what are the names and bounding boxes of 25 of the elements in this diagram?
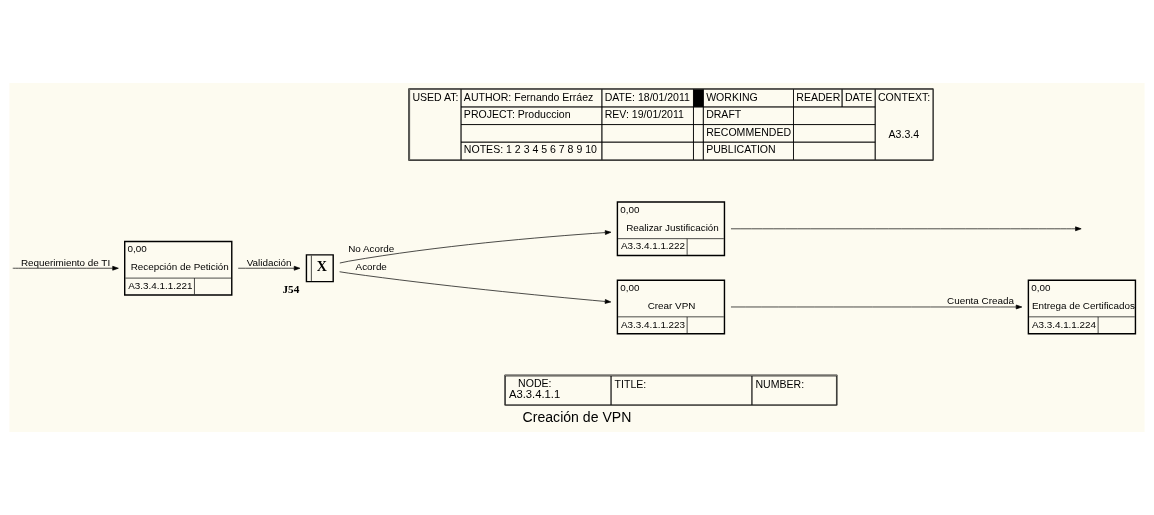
label: READER (796, 90, 841, 103)
label: PROJECT: Produccion (463, 108, 571, 121)
edge-label: Requerimiento de TI (20, 256, 111, 268)
label: TITLE: (614, 377, 647, 390)
label: A3.3.4 (888, 127, 920, 140)
edge-label: Cuenta Creada (947, 295, 1014, 307)
label: RECOMMENDED (706, 125, 792, 138)
label: PUBLICATION (706, 143, 776, 156)
label: USED AT: (412, 90, 459, 103)
label: AUTHOR: Fernando Erráez (463, 90, 594, 103)
label: NUMBER: (755, 377, 805, 390)
edge-label: Validación (246, 256, 292, 268)
label: WORKING (706, 90, 758, 103)
label: DATE: 18/01/2011 (604, 90, 690, 103)
label: REV: 19/01/2011 (604, 108, 684, 121)
label: CONTEXT: (878, 90, 931, 103)
node-label: J54 (282, 283, 300, 296)
edge-label: No Acorde (348, 243, 395, 255)
diagram-title: Creación de VPN (522, 409, 632, 426)
label: DRAFT (706, 108, 742, 121)
label: A3.3.4.1.1 (508, 388, 561, 401)
label: DATE (844, 90, 873, 103)
label: NODE: (518, 377, 552, 390)
label: NOTES: 1 2 3 4 5 6 7 8 9 10 (463, 143, 597, 156)
edge-label: Acorde (355, 261, 387, 273)
